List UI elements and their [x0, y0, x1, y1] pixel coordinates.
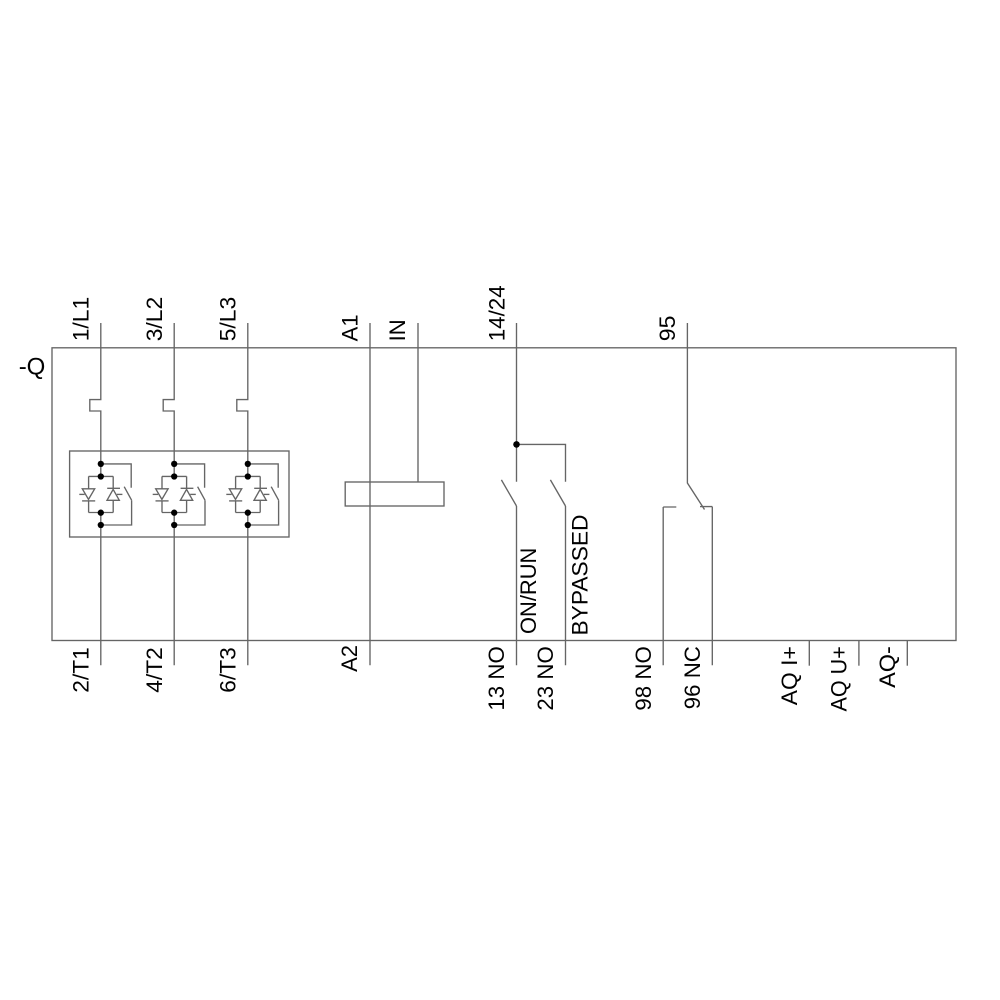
svg-text:5/L3: 5/L3	[216, 297, 241, 342]
svg-text:BYPASSED: BYPASSED	[568, 515, 593, 636]
svg-text:AQ-: AQ-	[875, 646, 900, 688]
svg-text:13 NO: 13 NO	[484, 646, 509, 710]
svg-text:3/L2: 3/L2	[142, 297, 167, 342]
svg-text:1/L1: 1/L1	[69, 297, 94, 342]
svg-text:96 NC: 96 NC	[680, 646, 705, 709]
svg-text:-Q: -Q	[19, 353, 46, 380]
svg-text:6/T3: 6/T3	[216, 647, 241, 693]
svg-text:A1: A1	[338, 314, 363, 341]
svg-text:95: 95	[655, 316, 680, 342]
svg-text:IN: IN	[385, 319, 410, 341]
svg-text:23 NO: 23 NO	[533, 646, 558, 710]
svg-text:AQ U+: AQ U+	[827, 646, 852, 711]
svg-text:A2: A2	[337, 645, 362, 672]
svg-text:4/T2: 4/T2	[142, 647, 167, 693]
svg-text:98 NO: 98 NO	[631, 646, 656, 710]
svg-text:AQ I+: AQ I+	[777, 646, 802, 705]
svg-text:ON/RUN: ON/RUN	[516, 548, 541, 634]
svg-text:2/T1: 2/T1	[69, 647, 94, 693]
svg-text:14/24: 14/24	[484, 285, 509, 341]
